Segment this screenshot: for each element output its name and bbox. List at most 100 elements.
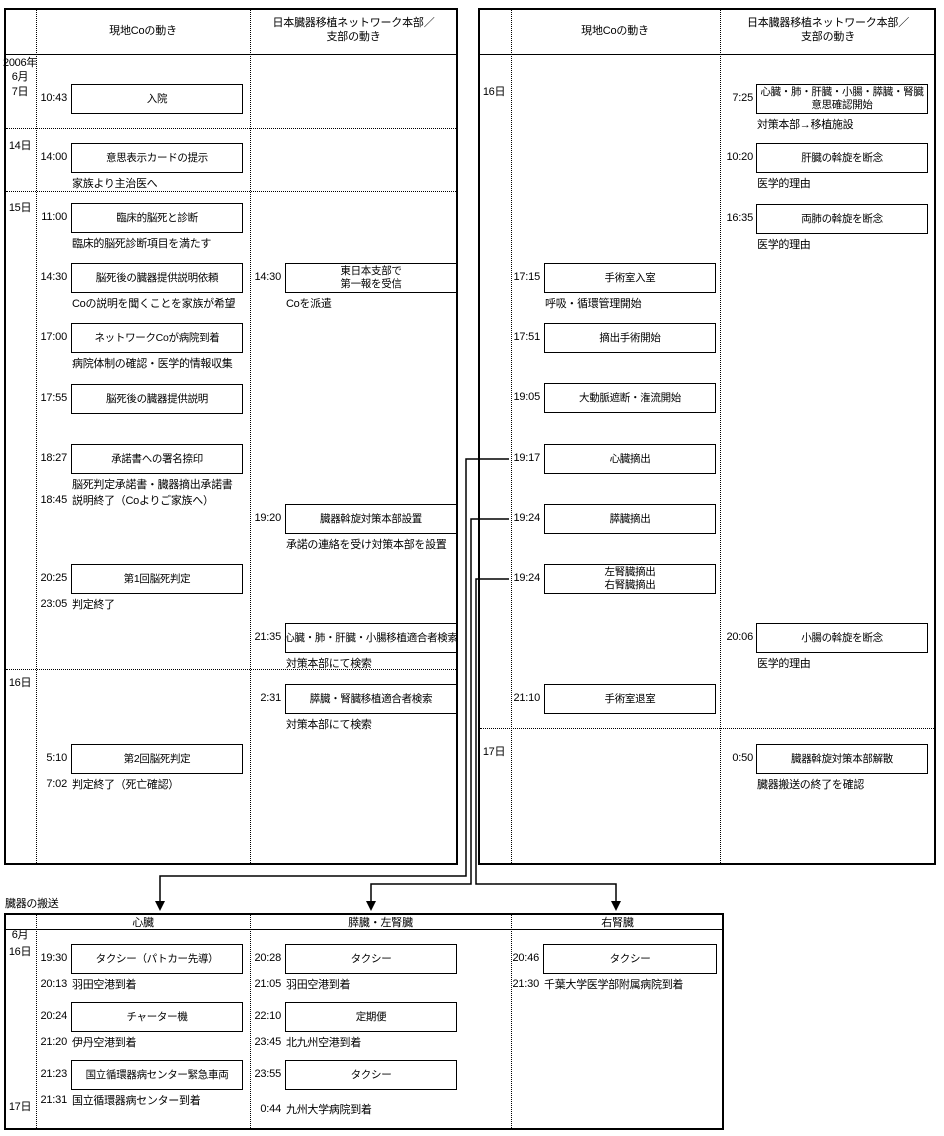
transport-header-pancreas-left-kidney: 膵臓・左腎臓	[348, 917, 413, 929]
caption-time: 23:05	[40, 598, 67, 610]
event-box: 脳死後の臓器提供説明	[71, 384, 243, 414]
event-time: 11:00	[41, 211, 67, 223]
event-box: 小腸の斡旋を断念	[756, 623, 928, 653]
event-box: 定期便	[285, 1002, 457, 1032]
caption-text: 判定終了（死亡確認）	[72, 779, 179, 791]
event-box-label: 膵臓摘出	[609, 512, 651, 525]
event-box: 肝臓の斡旋を断念	[756, 143, 928, 173]
event-box: 摘出手術開始	[544, 323, 716, 353]
event-time: 19:20	[254, 512, 281, 524]
header-separator	[6, 54, 456, 55]
event-box: タクシー	[285, 944, 457, 974]
header-separator	[480, 54, 934, 55]
row-separator	[6, 128, 456, 129]
caption-text: 承諾の連絡を受け対策本部を設置	[286, 539, 447, 551]
event-box-label: 大動脈遮断・潅流開始	[579, 391, 681, 404]
event-box: 脳死後の臓器提供説明依頼	[71, 263, 243, 293]
event-box-label: 肝臓の斡旋を断念	[801, 151, 883, 164]
timeline-panel-right	[478, 8, 936, 865]
date-label: 14日	[8, 140, 32, 152]
event-time: 18:27	[40, 452, 67, 464]
co-network-column-separator	[720, 10, 721, 863]
event-box-label: タクシー	[609, 952, 651, 965]
event-box: 心臓・肺・肝臓・小腸・膵臓・腎臓意思確認開始	[756, 84, 928, 114]
column-header-network-line1: 日本臓器移植ネットワーク本部／	[747, 17, 909, 29]
caption-text: 臓器搬送の終了を確認	[757, 779, 864, 791]
event-time: 17:55	[40, 392, 67, 404]
co-network-column-separator	[250, 10, 251, 863]
caption-text: Coを派遣	[286, 298, 332, 310]
event-box-label: 承諾書への署名捺印	[111, 452, 203, 465]
date-label: 6月	[11, 71, 29, 83]
event-box: 臓器斡旋対策本部解散	[756, 744, 928, 774]
event-box: ネットワークCoが病院到着	[71, 323, 243, 353]
row-separator	[480, 728, 934, 729]
column-header-network: 日本臓器移植ネットワーク本部／ 支部の動き	[720, 16, 936, 44]
event-time: 7:25	[732, 92, 753, 104]
event-time: 5:10	[46, 752, 67, 764]
caption-text: 説明終了（Coよりご家族へ）	[72, 495, 214, 507]
event-box: チャーター機	[71, 1002, 243, 1032]
event-time: 20:25	[40, 572, 67, 584]
event-time: 19:30	[40, 952, 67, 964]
event-time: 17:51	[513, 331, 540, 343]
event-box: 膵臓・腎臓移植適合者検索	[285, 684, 457, 714]
event-time: 0:50	[732, 752, 753, 764]
event-box-label: 右腎臓摘出	[604, 579, 656, 591]
event-box-label: 心臓摘出	[609, 452, 651, 465]
event-box-label: 東日本支部で	[340, 265, 402, 277]
event-box-label: 意思表示カードの提示	[106, 151, 208, 164]
date-column-separator	[511, 10, 512, 863]
date-label: 17日	[482, 746, 506, 758]
transport-header-heart: 心臓	[132, 917, 154, 929]
caption-time: 18:45	[40, 494, 67, 506]
column-header-network: 日本臓器移植ネットワーク本部／ 支部の動き	[250, 16, 457, 44]
event-time: 21:23	[40, 1068, 67, 1080]
event-box-label: 第一報を受信	[340, 278, 402, 290]
event-box: 臓器斡旋対策本部設置	[285, 504, 457, 534]
caption-text: Coの説明を聞くことを家族が希望	[72, 298, 236, 310]
event-box-label: 心臓・肺・肝臓・小腸・膵臓・腎臓	[760, 86, 924, 98]
row-separator	[6, 191, 456, 192]
event-box-label: 臓器斡旋対策本部解散	[791, 752, 893, 765]
event-box-label: 手術室退室	[604, 692, 656, 705]
column-header-co: 現地Coの動き	[581, 25, 649, 37]
row-separator	[6, 669, 456, 670]
event-time: 21:10	[513, 692, 540, 704]
caption-time: 21:31	[40, 1094, 67, 1106]
event-time: 2:31	[260, 692, 281, 704]
event-box: 入院	[71, 84, 243, 114]
event-time: 20:46	[512, 952, 539, 964]
event-box-label: 摘出手術開始	[599, 331, 661, 344]
caption-text: 伊丹空港到着	[72, 1037, 137, 1049]
event-box-label: 心臓・肺・肝臓・小腸移植適合者検索	[284, 631, 458, 644]
column-header-network-line1: 日本臓器移植ネットワーク本部／	[272, 17, 435, 29]
event-time: 20:24	[40, 1010, 67, 1022]
date-label: 15日	[8, 202, 32, 214]
arrow-down-icon	[155, 901, 165, 911]
transport-section-title: 臓器の搬送	[5, 898, 59, 910]
caption-text: 脳死判定承諾書・臓器摘出承諾書	[72, 479, 233, 491]
event-box-label: 両肺の斡旋を断念	[801, 212, 883, 225]
header-separator	[6, 929, 722, 930]
event-box-label: 脳死後の臓器提供説明依頼	[95, 271, 219, 284]
event-box-label: 臨床的脳死と診断	[116, 211, 198, 224]
event-box-label: タクシー	[350, 1068, 392, 1081]
caption-text: 医学的理由	[757, 658, 811, 670]
event-box: 第1回脳死判定	[71, 564, 243, 594]
caption-time: 7:02	[46, 778, 67, 790]
event-box: 手術室入室	[544, 263, 716, 293]
date-label: 16日	[8, 677, 32, 689]
caption-time: 21:20	[40, 1036, 67, 1048]
event-box: 承諾書への署名捺印	[71, 444, 243, 474]
event-time: 14:30	[254, 271, 281, 283]
event-time: 22:10	[254, 1010, 281, 1022]
caption-text: 羽田空港到着	[72, 979, 137, 991]
event-time: 14:30	[40, 271, 67, 283]
event-box: 膵臓摘出	[544, 504, 716, 534]
transport-column-separator	[511, 915, 512, 1128]
event-box: 手術室退室	[544, 684, 716, 714]
caption-time: 0:44	[260, 1103, 281, 1115]
timeline-panel-left	[4, 8, 458, 865]
